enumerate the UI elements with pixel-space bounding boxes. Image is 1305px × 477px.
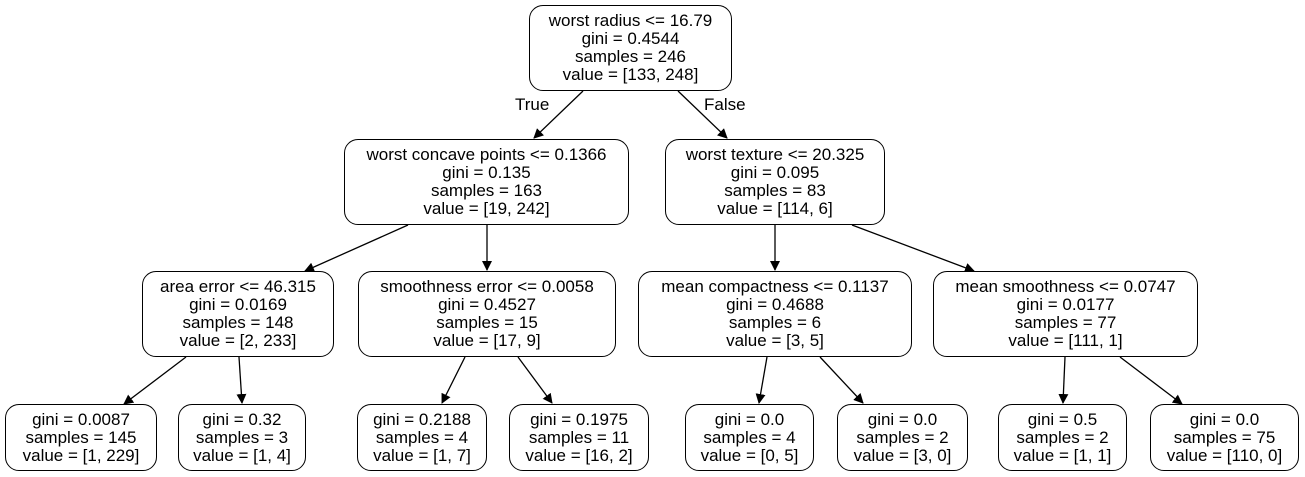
edge-l2-c-to-leaf5 <box>755 356 768 404</box>
node-samples: samples = 163 <box>430 181 543 200</box>
node-value: value = [111, 1] <box>1008 331 1123 350</box>
node-samples: samples = 4 <box>703 427 796 447</box>
node-samples: samples = 83 <box>724 181 826 200</box>
tree-leaf-5: gini = 0.0 samples = 4 value = [0, 5] <box>685 404 814 471</box>
node-condition: mean smoothness <= 0.0747 <box>955 277 1176 296</box>
node-gini: gini = 0.0087 <box>32 409 130 429</box>
edge-l2-c-to-leaf6 <box>819 356 864 404</box>
node-samples: samples = 145 <box>25 427 137 447</box>
tree-node-l1-right: worst texture <= 20.325 gini = 0.095 sam… <box>665 139 885 225</box>
node-gini: gini = 0.135 <box>442 163 531 182</box>
node-value: value = [1, 7] <box>373 445 471 465</box>
node-value: value = [114, 6] <box>717 199 833 218</box>
node-condition: worst texture <= 20.325 <box>685 145 865 164</box>
tree-node-l2-c: mean compactness <= 0.1137 gini = 0.4688… <box>638 271 912 357</box>
node-gini: gini = 0.4527 <box>438 295 536 314</box>
tree-node-root: worst radius <= 16.79 gini = 0.4544 samp… <box>529 5 732 91</box>
node-samples: samples = 77 <box>1014 313 1117 332</box>
tree-leaf-2: gini = 0.32 samples = 3 value = [1, 4] <box>178 404 306 471</box>
node-samples: samples = 15 <box>436 313 538 332</box>
node-condition: worst concave points <= 0.1366 <box>366 145 607 164</box>
node-condition: area error <= 46.315 <box>160 277 316 296</box>
node-samples: samples = 3 <box>195 427 289 447</box>
edge-l2-b-to-leaf4 <box>517 356 553 404</box>
node-value: value = [1, 1] <box>1013 445 1112 465</box>
tree-leaf-6: gini = 0.0 samples = 2 value = [3, 0] <box>837 404 968 471</box>
node-gini: gini = 0.0 <box>867 409 938 429</box>
node-value: value = [3, 5] <box>726 331 824 350</box>
node-gini: gini = 0.0169 <box>189 295 287 314</box>
edge-l2-a-to-leaf2 <box>236 356 247 404</box>
edge-root-to-l1-left <box>533 90 584 139</box>
tree-leaf-8: gini = 0.0 samples = 75 value = [110, 0] <box>1150 404 1299 471</box>
node-gini: gini = 0.0 <box>714 409 785 429</box>
node-samples: samples = 2 <box>1016 427 1109 447</box>
node-value: value = [110, 0] <box>1166 445 1283 465</box>
node-value: value = [2, 233] <box>179 331 297 350</box>
edge-l2-a-to-leaf1 <box>123 356 187 405</box>
node-samples: samples = 6 <box>728 313 822 332</box>
node-value: value = [3, 0] <box>853 445 952 465</box>
tree-leaf-1: gini = 0.0087 samples = 145 value = [1, … <box>5 404 157 471</box>
tree-leaf-4: gini = 0.1975 samples = 11 value = [16, … <box>509 404 649 471</box>
edge-label-false: False <box>704 95 746 114</box>
edge-l2-b-to-leaf3 <box>441 356 466 404</box>
node-value: value = [1, 4] <box>193 445 291 465</box>
node-gini: gini = 0.4544 <box>581 29 680 48</box>
node-value: value = [0, 5] <box>700 445 799 465</box>
node-samples: samples = 11 <box>528 427 630 447</box>
node-gini: gini = 0.0 <box>1189 409 1260 429</box>
node-gini: gini = 0.32 <box>202 409 282 429</box>
node-samples: samples = 246 <box>574 47 687 66</box>
node-condition: worst radius <= 16.79 <box>548 11 713 30</box>
node-value: value = [133, 248] <box>562 65 699 84</box>
edge-label-true: True <box>515 95 550 114</box>
node-value: value = [1, 229] <box>22 445 140 465</box>
node-samples: samples = 4 <box>375 427 469 447</box>
tree-node-l2-d: mean smoothness <= 0.0747 gini = 0.0177 … <box>933 271 1198 357</box>
tree-leaf-7: gini = 0.5 samples = 2 value = [1, 1] <box>998 404 1127 471</box>
tree-node-l1-left: worst concave points <= 0.1366 gini = 0.… <box>344 139 629 225</box>
node-value: value = [19, 242] <box>423 199 550 218</box>
edge-l2-d-to-leaf7 <box>1058 356 1069 404</box>
edge-l2-d-to-leaf8 <box>1119 356 1183 405</box>
node-gini: gini = 0.2188 <box>373 409 471 429</box>
edge-l1-left-to-l2-a <box>304 224 409 272</box>
node-gini: gini = 0.095 <box>730 163 820 182</box>
node-condition: mean compactness <= 0.1137 <box>661 277 889 296</box>
tree-leaf-3: gini = 0.2188 samples = 4 value = [1, 7] <box>357 404 487 471</box>
node-value: value = [17, 9] <box>433 331 541 350</box>
node-gini: gini = 0.5 <box>1027 409 1098 429</box>
tree-node-l2-b: smoothness error <= 0.0058 gini = 0.4527… <box>358 271 616 357</box>
node-samples: samples = 148 <box>182 313 294 332</box>
node-gini: gini = 0.4688 <box>726 295 824 314</box>
node-condition: smoothness error <= 0.0058 <box>380 277 594 296</box>
node-samples: samples = 2 <box>856 427 949 447</box>
node-gini: gini = 0.1975 <box>530 409 628 429</box>
tree-node-l2-a: area error <= 46.315 gini = 0.0169 sampl… <box>142 271 334 357</box>
node-gini: gini = 0.0177 <box>1016 295 1115 314</box>
edge-root-to-l1-right <box>677 90 728 139</box>
node-samples: samples = 75 <box>1173 427 1276 447</box>
edge-l1-right-to-l2-d <box>851 224 975 273</box>
node-value: value = [16, 2] <box>525 445 633 465</box>
